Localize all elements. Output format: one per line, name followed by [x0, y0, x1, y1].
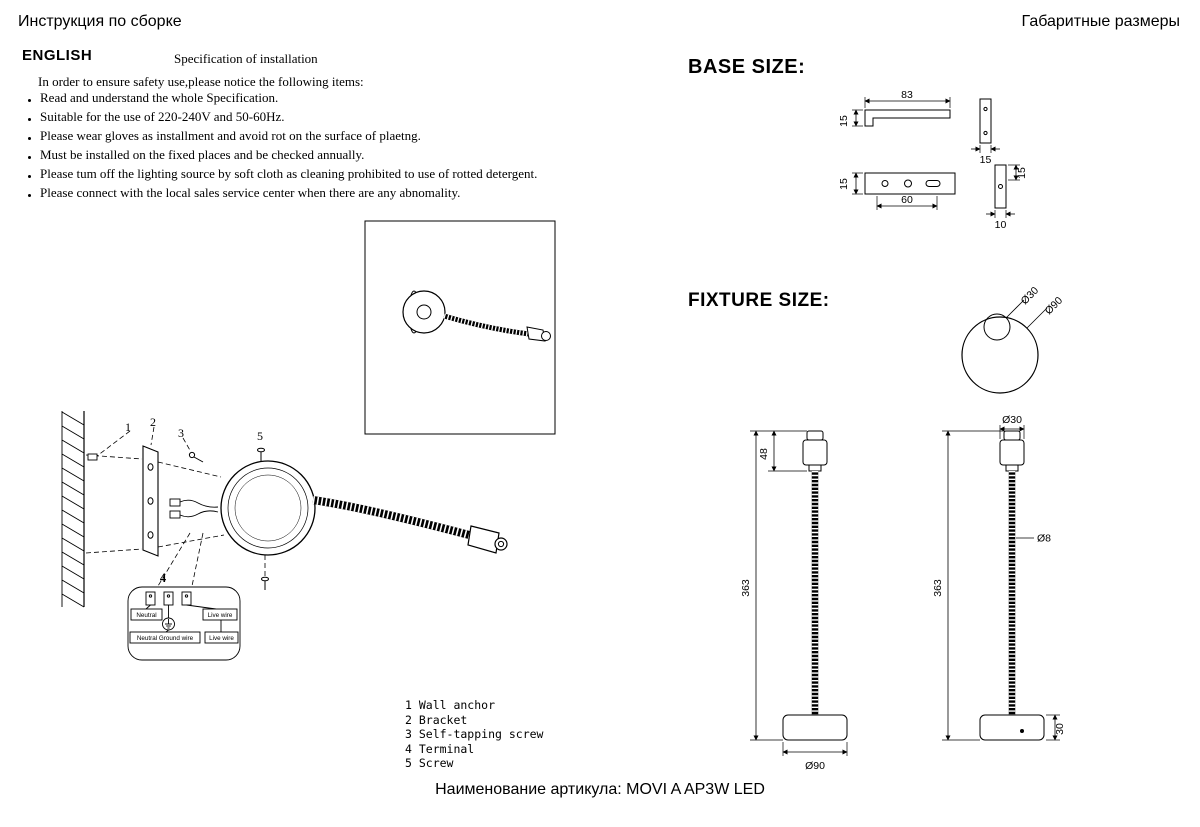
fixture-elevations: 48 363 Ø90 Ø30 Ø8 363 30: [740, 414, 1066, 772]
part-item: 1 Wall anchor: [405, 698, 496, 712]
touch-switch-dot: [1020, 729, 1024, 733]
list-item: Please tum off the lighting source by so…: [24, 166, 654, 185]
list-item: Read and understand the whole Specificat…: [24, 90, 654, 109]
language-label: ENGLISH: [22, 47, 93, 64]
dim-base-height: 30: [1054, 723, 1066, 735]
note-text: Please tum off the lighting source by so…: [40, 166, 538, 181]
dim-head-height: 48: [758, 448, 770, 460]
bracket-end-view-bottom: [986, 164, 1020, 218]
dim-top-inner-dia: Ø30: [1019, 285, 1042, 308]
page-title-left: Инструкция по сборке: [18, 13, 182, 30]
dim-head-dia: Ø30: [1002, 414, 1022, 426]
safety-notes-list: Read and understand the whole Specificat…: [24, 90, 654, 204]
note-text: Read and understand the whole Specificat…: [40, 90, 279, 105]
parts-list: 1 Wall anchor 2 Bracket 3 Self-tapping s…: [405, 698, 543, 771]
part-item: 5 Screw: [405, 756, 454, 770]
bullet-dot-icon: [28, 118, 31, 121]
bullet-dot-icon: [28, 194, 31, 197]
list-item: Must be installed on the fixed places an…: [24, 147, 654, 166]
note-text: Please wear gloves as installment and av…: [40, 128, 421, 143]
dim-end-bottom-height: 15: [1016, 167, 1028, 179]
inset-lamp-view: [364, 220, 556, 435]
lamp-body: [220, 460, 316, 556]
bullet-dot-icon: [28, 99, 31, 102]
dim-base-dia: Ø90: [805, 760, 825, 772]
wire-label-live-bottom: Live wire: [209, 635, 234, 642]
bullet-dot-icon: [28, 175, 31, 178]
wire-label-neutral: Neutral: [136, 612, 156, 619]
dim-total-height-left: 363: [740, 579, 752, 597]
screw-icons: [188, 447, 269, 590]
bracket: [142, 445, 159, 557]
spec-subtitle: Specification of installation: [174, 51, 318, 66]
base-size-heading: BASE SIZE:: [688, 56, 806, 78]
top-view-inner-circle: [983, 313, 1011, 341]
wire-label-live-top: Live wire: [208, 612, 233, 619]
terminal-detail: [127, 586, 241, 661]
list-item: Suitable for the use of 220-240V and 50-…: [24, 109, 654, 128]
dim-total-height-right: 363: [932, 579, 944, 597]
wall-hatch: [61, 411, 85, 608]
part-item: 4 Terminal: [405, 741, 475, 756]
fixture-size-heading: FIXTURE SIZE:: [688, 290, 830, 311]
list-item: Please connect with the local sales serv…: [24, 185, 654, 204]
callout-1: 1: [125, 420, 131, 434]
part-item: 3 Self-tapping screw: [405, 727, 544, 741]
bullet-dot-icon: [28, 156, 31, 159]
bullet-dot-icon: [28, 137, 31, 140]
gooseneck-arm: [312, 496, 508, 554]
page-title-right: Габаритные размеры: [1021, 13, 1180, 30]
assembly-diagram: 1 2 3 5 4 Neutral Live wire Neutral Grou…: [61, 220, 556, 661]
wire-label-neutral-ground: Neutral Ground wire: [137, 635, 194, 642]
callout-3: 3: [178, 426, 184, 440]
callout-5: 5: [257, 429, 263, 443]
dim-front-width: 60: [901, 194, 913, 206]
dim-top-outer-dia: Ø90: [1043, 295, 1066, 318]
dim-side-height: 15: [838, 115, 850, 127]
dim-tube-dia: Ø8: [1037, 533, 1051, 545]
list-item: Please wear gloves as installment and av…: [24, 128, 654, 147]
wall-anchor: [87, 453, 98, 461]
callout-4: 4: [160, 571, 167, 585]
bracket-end-view-top: [971, 98, 1000, 153]
bracket-side-view: [852, 97, 951, 127]
note-text: Must be installed on the fixed places an…: [40, 147, 365, 162]
dim-front-height: 15: [838, 178, 850, 190]
article-name-footer: Наименование артикула: MOVI A AP3W LED: [435, 781, 765, 798]
elevation-left: [750, 430, 848, 756]
top-view-outer-circle: [961, 316, 1039, 394]
terminal-wires: [169, 498, 219, 519]
dim-end-top-width: 15: [980, 154, 992, 166]
fixture-top-view: Ø30 Ø90: [961, 285, 1066, 394]
note-text: Please connect with the local sales serv…: [40, 185, 461, 200]
note-text: Suitable for the use of 220-240V and 50-…: [40, 109, 285, 124]
bracket-front-view: [852, 172, 956, 210]
elevation-right: [942, 425, 1060, 741]
base-size-diagram: 83 15 15 15 60 10 15: [838, 89, 1028, 230]
part-item: 2 Bracket: [405, 712, 468, 727]
intro-line: In order to ensure safety use,please not…: [38, 74, 364, 89]
dim-side-width: 83: [901, 89, 913, 101]
dim-end-bottom-width: 10: [995, 219, 1007, 230]
alignment-lines: [85, 426, 268, 587]
callout-2: 2: [150, 415, 156, 429]
